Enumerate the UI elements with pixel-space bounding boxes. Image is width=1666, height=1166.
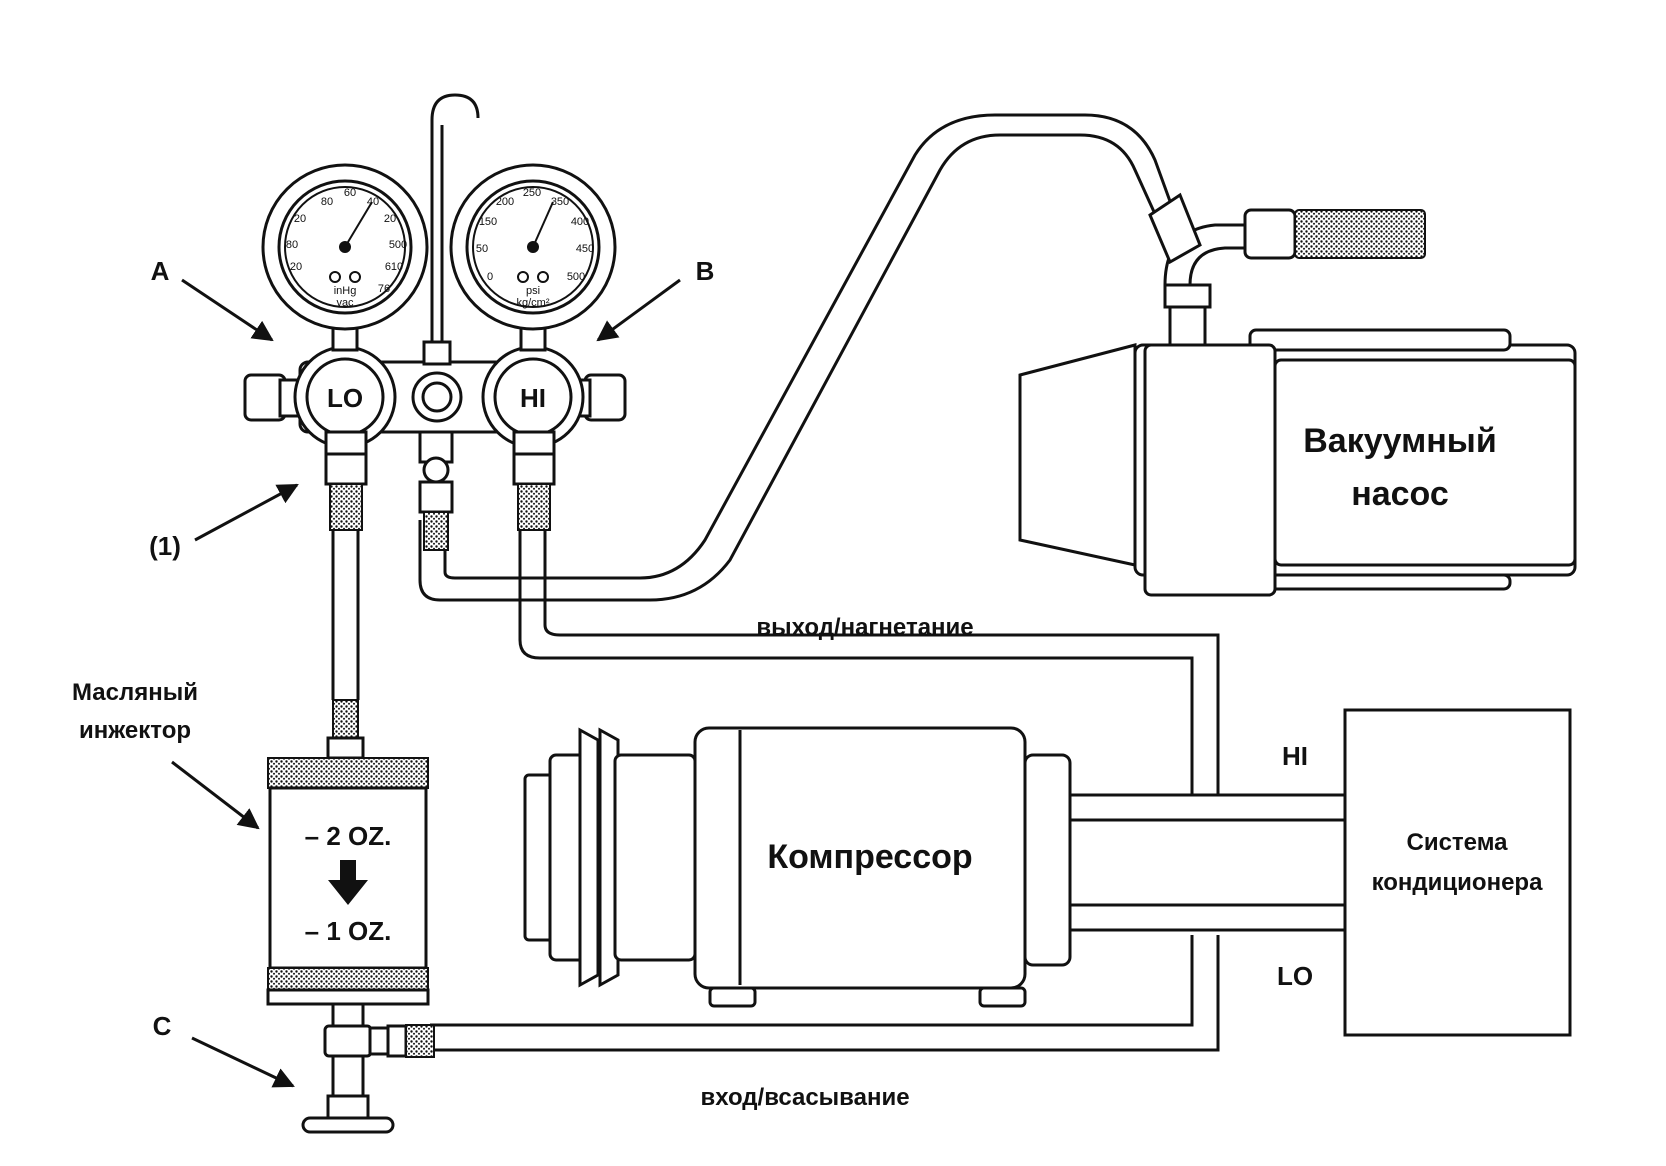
low-unit-1: inHg: [334, 285, 357, 297]
high-tick-0: 200: [496, 196, 514, 208]
callouts: A B (1) C Масляный инжектор выход/нагнет…: [72, 256, 1313, 1111]
ac-system-label-2: кондиционера: [1372, 869, 1544, 896]
high-tick-7: 450: [576, 243, 594, 255]
compressor-label: Компрессор: [767, 838, 972, 876]
low-unit-2: vac: [336, 297, 354, 309]
ac-system-label-1: Система: [1406, 829, 1508, 856]
low-extra-1: 610: [385, 261, 403, 273]
high-tick-8: 0: [487, 271, 493, 283]
high-tick-9: 500: [567, 271, 585, 283]
oil-injector: – 2 OZ. – 1 OZ.: [266, 699, 435, 1134]
arrow-down-icon: [328, 860, 368, 905]
low-tick-0: 80: [321, 196, 333, 208]
high-tick-3: 350: [551, 196, 569, 208]
low-pressure-gauge: 80 60 40 20 20 80 500 20 610 76 inHg vac: [261, 163, 429, 331]
high-tick-6: 50: [476, 243, 488, 255]
label-b: B: [696, 256, 715, 286]
vacuum-pump-label-2: насос: [1351, 475, 1449, 513]
high-tick-4: 150: [479, 216, 497, 228]
compressor: Компрессор: [523, 726, 1072, 1008]
oz-bottom-label: – 1 OZ.: [305, 916, 392, 946]
high-tick-1: 250: [523, 187, 541, 199]
hi-line-label: HI: [1282, 741, 1308, 771]
low-tick-1: 60: [344, 187, 356, 199]
oz-top-label: – 2 OZ.: [305, 821, 392, 851]
high-pressure-gauge: 200 250 350 150 400 50 450 0 500 psi kg/…: [449, 163, 617, 331]
high-tick-5: 400: [571, 216, 589, 228]
oil-injector-label-1: Масляный: [72, 679, 198, 706]
label-one: (1): [149, 531, 181, 561]
hoses: [331, 113, 1245, 1052]
valve-c-handle[interactable]: [301, 1116, 395, 1134]
ac-system: Система кондиционера: [1343, 708, 1572, 1037]
hi-knob-label: HI: [520, 383, 546, 413]
label-a: A: [151, 256, 170, 286]
manifold-gauge-set: LO HI 80 60 40 20 20 80 500 20 610 76: [243, 93, 627, 551]
lo-line-label: LO: [1277, 961, 1313, 991]
low-extra-0: 500: [389, 239, 407, 251]
low-tick-3: 20: [294, 213, 306, 225]
low-tick-9: 20: [290, 261, 302, 273]
low-tick-2: 40: [367, 196, 379, 208]
ac-lines: [1070, 793, 1345, 932]
high-unit-2: kg/cm²: [517, 297, 550, 309]
low-tick-8: 80: [286, 239, 298, 251]
label-c: C: [153, 1011, 172, 1041]
high-unit-1: psi: [526, 285, 540, 297]
oil-injector-label-2: инжектор: [79, 717, 191, 744]
low-tick-4: 20: [384, 213, 396, 225]
low-extra-2: 76: [378, 283, 390, 295]
outlet-label: выход/нагнетание: [756, 614, 973, 641]
vacuum-pump-label-1: Вакуумный: [1303, 422, 1496, 460]
lo-knob-label: LO: [327, 383, 363, 413]
inlet-label: вход/всасывание: [700, 1084, 909, 1111]
vacuum-pump: Вакуумный насос: [1018, 192, 1577, 597]
